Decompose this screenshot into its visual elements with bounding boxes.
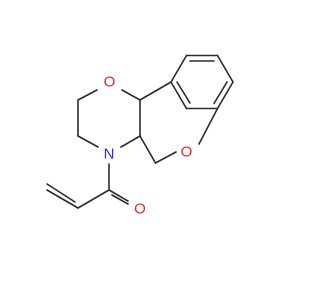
atom-label-oxygen: O <box>181 144 193 161</box>
atom-label-oxygen: O <box>134 201 146 218</box>
bond <box>216 54 234 83</box>
atom-layer: O O O N <box>104 74 193 218</box>
bond <box>77 89 98 101</box>
bond <box>154 151 177 164</box>
bond <box>46 189 79 209</box>
bond <box>198 107 219 145</box>
bond-double-inner <box>213 81 228 105</box>
bond-double <box>111 194 129 205</box>
bond <box>77 135 99 148</box>
atom-label-nitrogen: N <box>104 146 115 163</box>
bond <box>108 189 129 202</box>
bond <box>121 89 141 101</box>
molecule-drawing: O O O N <box>46 54 234 218</box>
bond <box>170 81 188 110</box>
bond <box>139 135 157 164</box>
bond <box>77 189 110 209</box>
bond <box>120 135 141 148</box>
bond-double-inner <box>176 81 191 104</box>
bond <box>216 81 234 110</box>
bond <box>139 81 172 101</box>
bond-layer <box>46 54 234 209</box>
structure-canvas: O O O N <box>46 54 234 218</box>
bond-double <box>46 183 76 203</box>
atom-label-oxygen: O <box>104 74 116 91</box>
bond <box>170 54 188 83</box>
